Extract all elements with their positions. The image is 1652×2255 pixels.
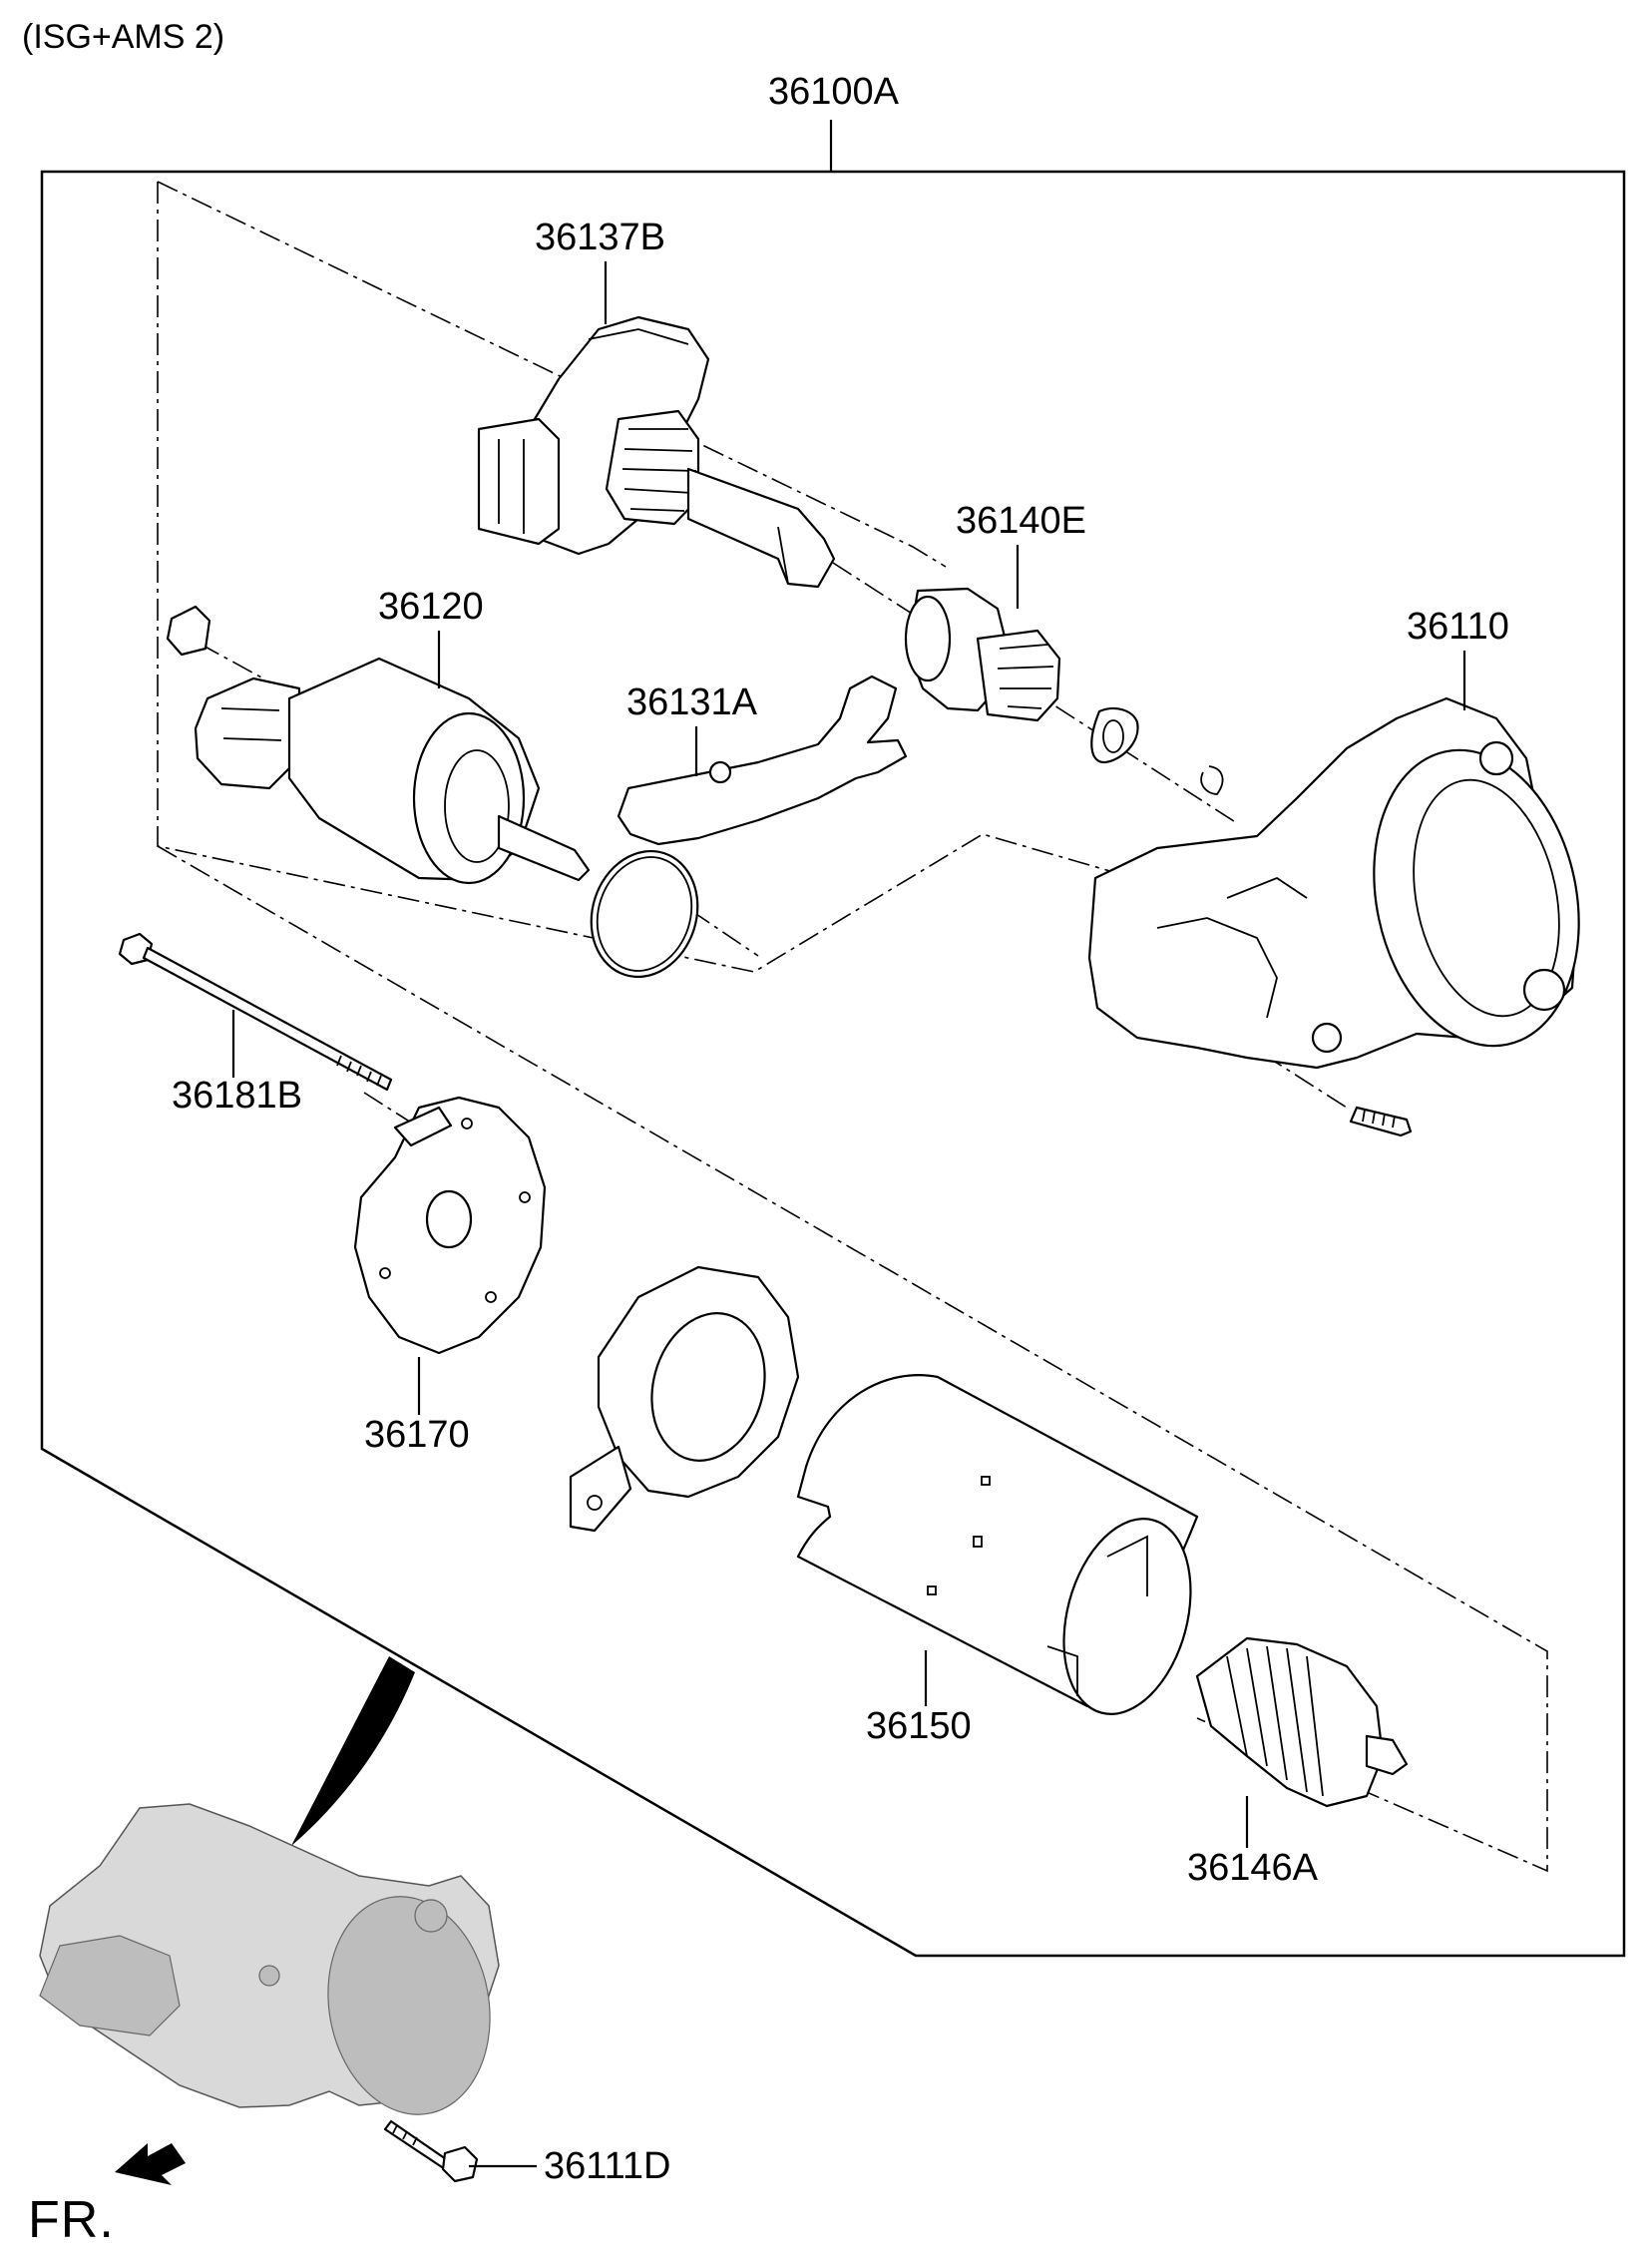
- guide-middle: [157, 182, 1266, 973]
- shift-lever-icon: [590, 675, 908, 979]
- assembly-label: 36100A: [768, 71, 900, 113]
- part-number-36181B: 36181B: [172, 1075, 302, 1117]
- rear-bracket-icon: [353, 1096, 547, 1355]
- part-number-36131A: 36131A: [626, 681, 758, 723]
- part-number-36146A: 36146A: [1187, 1847, 1319, 1889]
- assembly-frame: [40, 170, 1626, 1958]
- part-number-36140E: 36140E: [956, 500, 1086, 542]
- starter-assembly-icon: [39, 1656, 500, 2115]
- brush-holder-icon: [569, 1265, 800, 1533]
- guide-nut: [199, 643, 264, 679]
- mount-bolt-icon: [383, 2119, 479, 2183]
- part-number-36137B: 36137B: [535, 217, 665, 258]
- gear-reduction-icon: [477, 315, 836, 589]
- pinion-clutch-icon: [904, 587, 1224, 795]
- front-housing-icon: [1087, 696, 1580, 1137]
- through-bolt-icon: [118, 932, 393, 1092]
- front-indicator: FR.: [28, 2191, 115, 2249]
- yoke-icon: [796, 1374, 1199, 1715]
- solenoid-switch-icon: [166, 605, 591, 885]
- part-number-36110: 36110: [1407, 606, 1509, 648]
- variant-label: (ISG+AMS 2): [22, 18, 224, 56]
- front-arrow-icon: [115, 2143, 186, 2185]
- part-number-36170: 36170: [364, 1414, 470, 1456]
- part-number-36120: 36120: [378, 586, 484, 628]
- guide-upper: [157, 181, 947, 568]
- part-number-36111D: 36111D: [544, 2145, 670, 2187]
- guide-lower: [157, 845, 1548, 1873]
- armature-icon: [1195, 1636, 1409, 1808]
- part-number-36150: 36150: [866, 1705, 972, 1747]
